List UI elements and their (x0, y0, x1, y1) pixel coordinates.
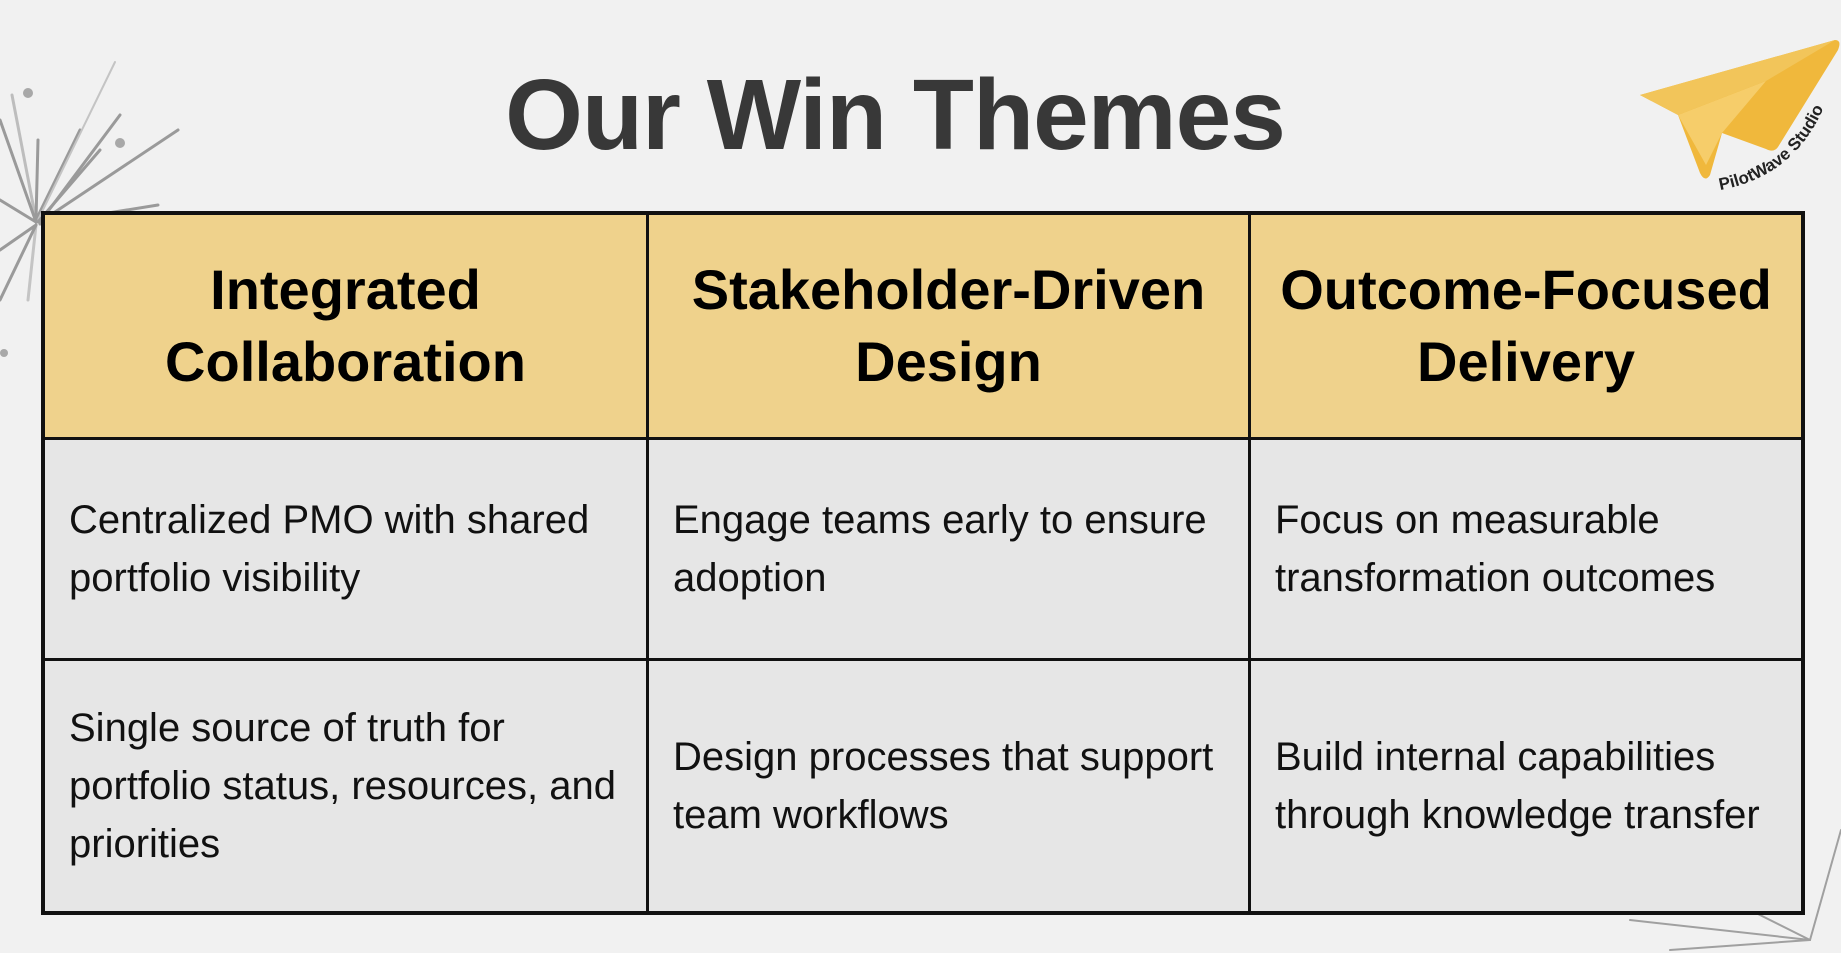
svg-text:PilotWave Studio: PilotWave Studio (1717, 102, 1827, 194)
table-header-row: Integrated Collaboration Stakeholder-Dri… (41, 211, 1805, 440)
table-cell: Focus on measurable transformation outco… (1248, 437, 1805, 661)
table-row: Single source of truth for portfolio sta… (41, 658, 1805, 915)
firework-decoration-icon (1629, 829, 1841, 951)
table-row: Centralized PMO with shared portfolio vi… (41, 437, 1805, 661)
table-cell: Design processes that support team workf… (646, 658, 1251, 915)
page-title: Our Win Themes (505, 59, 1286, 171)
logo-text: PilotWave Studio (1717, 102, 1827, 194)
table-cell: Engage teams early to ensure adoption (646, 437, 1251, 661)
paper-plane-icon (1640, 40, 1840, 179)
pilotwave-studio-logo: PilotWave Studio (1600, 15, 1840, 195)
table-cell: Build internal capabilities through know… (1248, 658, 1805, 915)
table-cell: Single source of truth for portfolio sta… (41, 658, 649, 915)
column-header: Stakeholder-Driven Design (646, 211, 1251, 440)
table-cell: Centralized PMO with shared portfolio vi… (41, 437, 649, 661)
column-header: Outcome-Focused Delivery (1248, 211, 1805, 440)
win-themes-table: Integrated Collaboration Stakeholder-Dri… (41, 211, 1805, 915)
column-header: Integrated Collaboration (41, 211, 649, 440)
